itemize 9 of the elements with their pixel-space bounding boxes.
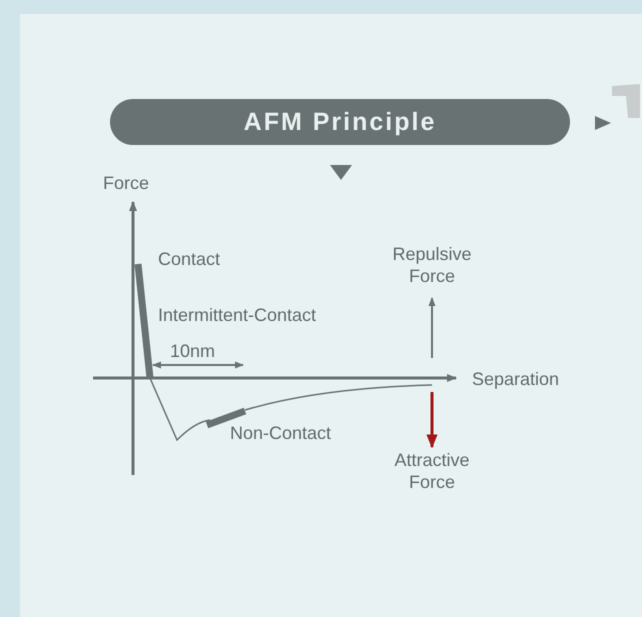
- region-label: Contact: [158, 248, 220, 270]
- force-label: Repulsive Force: [391, 243, 473, 287]
- dimension-label: 10nm: [170, 340, 216, 362]
- region-label: Non-Contact: [230, 422, 332, 444]
- axis-label: Force: [103, 172, 150, 194]
- title-banner: AFM Principle: [110, 99, 570, 145]
- axis-label: Separation: [472, 368, 560, 390]
- region-label: Intermittent-Contact: [158, 304, 316, 326]
- force-label: Attractive Force: [393, 449, 471, 493]
